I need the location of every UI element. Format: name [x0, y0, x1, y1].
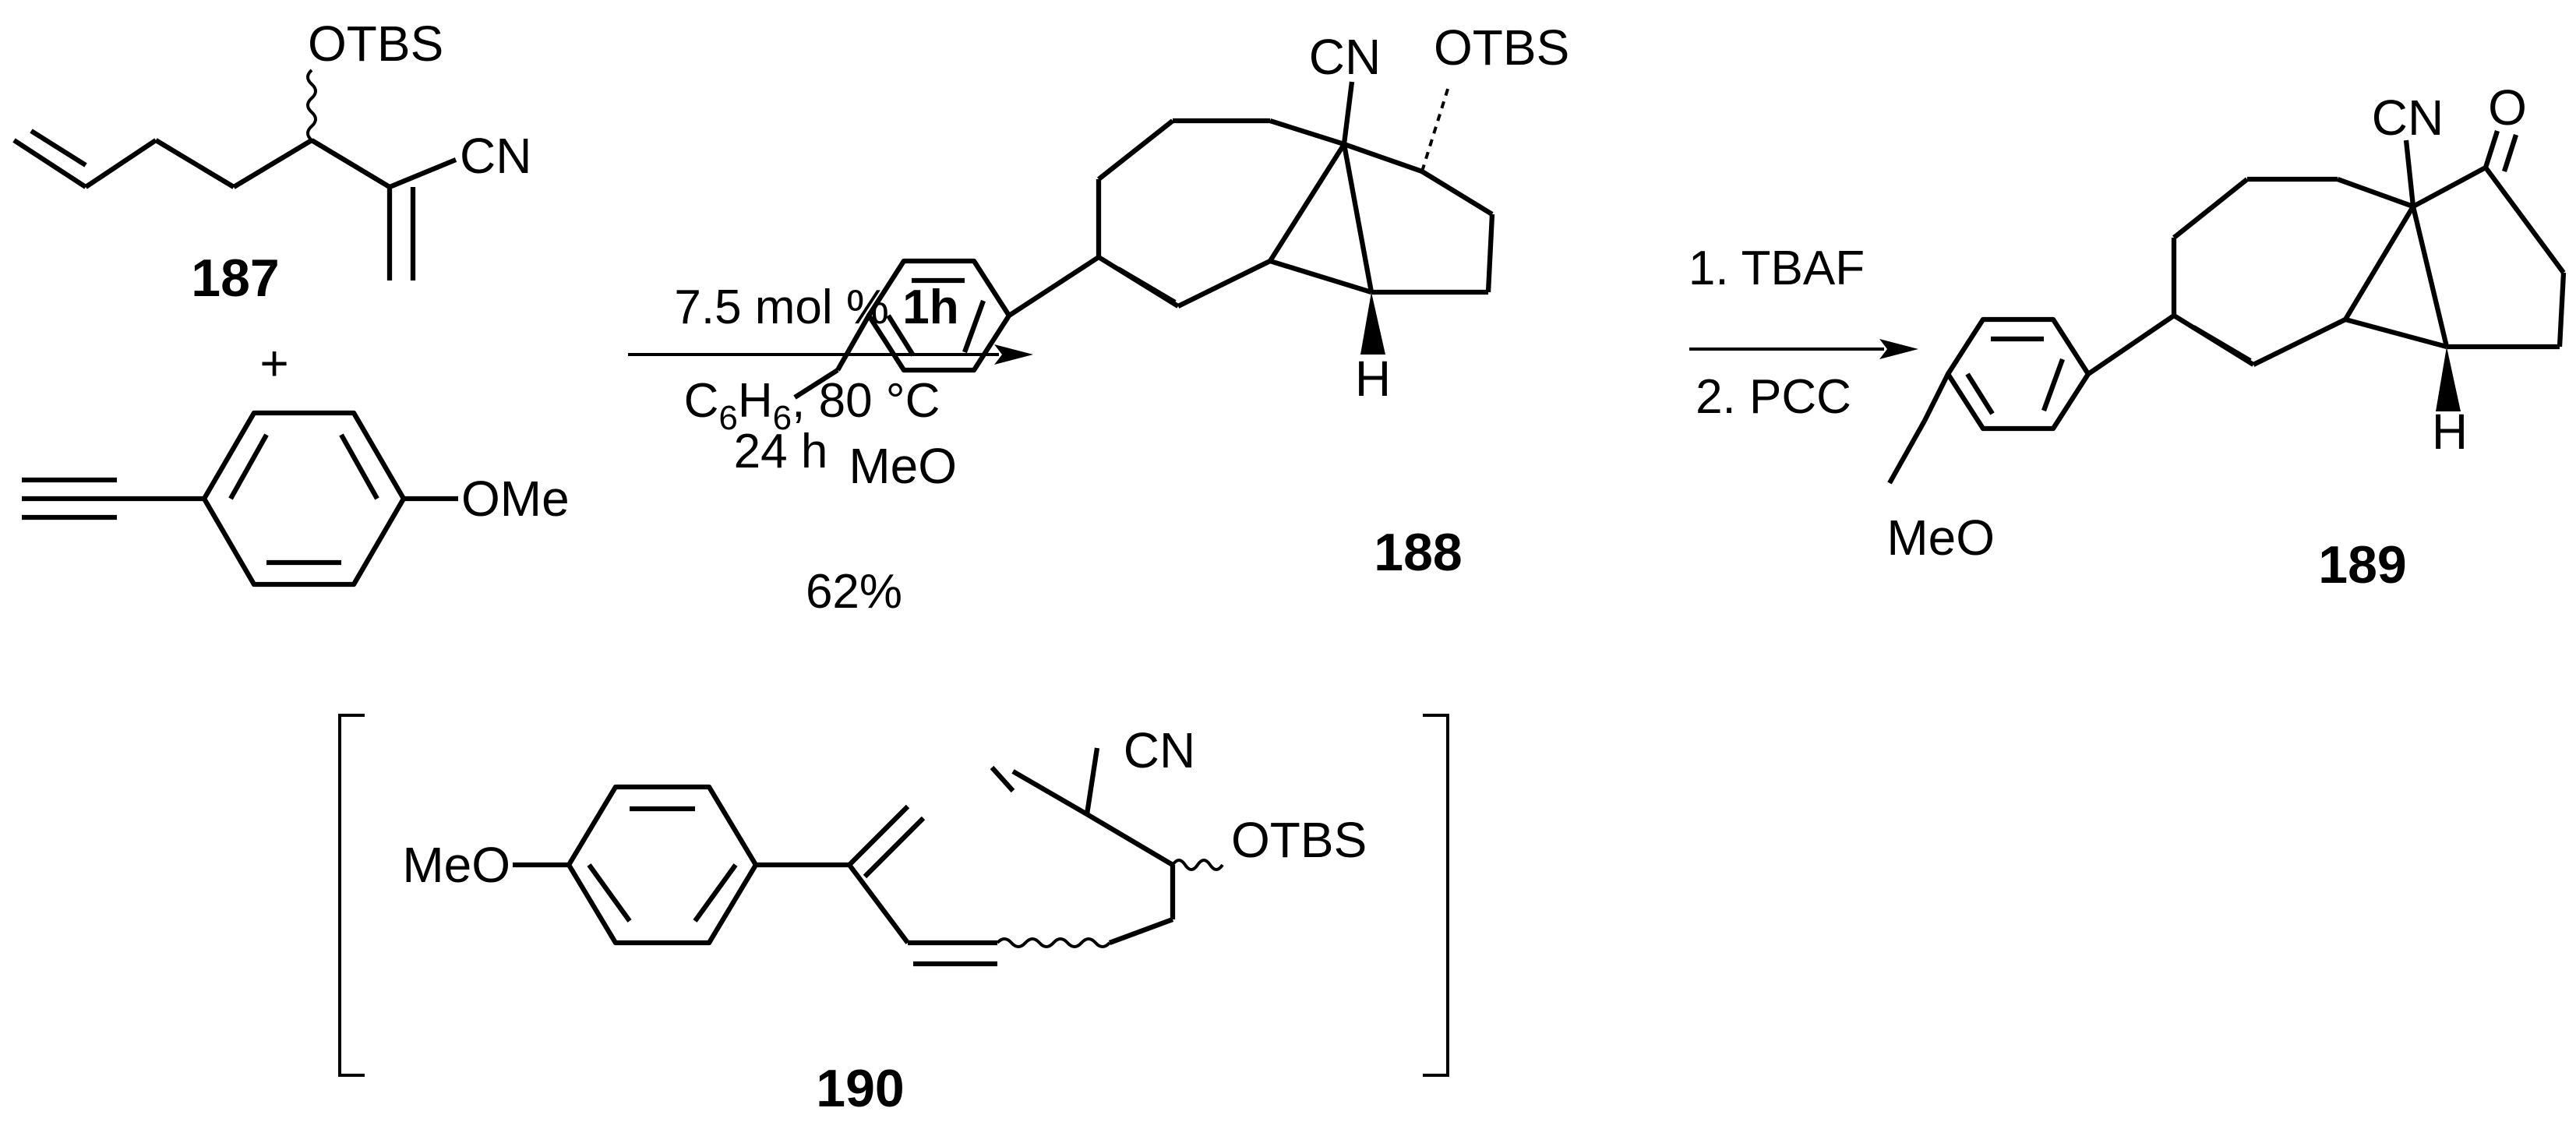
step2-arrow	[1689, 339, 1918, 359]
ethynylanisole-ome-label: OMe	[461, 471, 570, 527]
compound-187-otbs-label: OTBS	[308, 16, 443, 72]
step1-catalyst-text: 7.5 mol % 1h	[674, 280, 958, 334]
compound-187-label: 187	[191, 249, 279, 308]
intermediate-190-meo-label: MeO	[402, 837, 510, 893]
step1-yield: 62%	[806, 565, 902, 619]
compound-189-structure	[1887, 130, 2567, 485]
compound-189-ketone-o-label: O	[2488, 79, 2527, 136]
compound-189-h-label: H	[2432, 404, 2468, 460]
step1-catalyst-id: 1h	[902, 280, 958, 334]
step1-catalyst-prefix: 7.5 mol %	[674, 280, 902, 334]
compound-189-cn-label: CN	[2372, 90, 2444, 146]
compound-188-h-label: H	[1355, 351, 1391, 407]
ethynylanisole-structure	[22, 410, 458, 587]
compound-188-structure	[793, 81, 1495, 400]
intermediate-190-label: 190	[816, 1059, 904, 1118]
step1-arrow	[628, 344, 1033, 365]
compound-188-label: 188	[1374, 523, 1462, 582]
intermediate-190-otbs-label: OTBS	[1231, 812, 1367, 868]
intermediate-190-structure	[513, 747, 1224, 967]
plus-sign: +	[259, 335, 288, 391]
compound-189-label: 189	[2318, 535, 2406, 595]
compound-188-otbs-label: OTBS	[1434, 19, 1569, 76]
compound-189-meo-label: MeO	[1886, 510, 1995, 566]
compound-188-cn-label: CN	[1309, 29, 1381, 85]
compound-188-meo-label: MeO	[849, 438, 957, 494]
step2-reagent-2: 2. PCC	[1696, 370, 1851, 424]
compound-187-cn-label: CN	[460, 128, 531, 184]
step1-time: 24 h	[734, 425, 828, 478]
step2-reagent-1: 1. TBAF	[1689, 242, 1865, 295]
intermediate-190-brackets	[338, 714, 1449, 1077]
intermediate-190-cn-label: CN	[1124, 722, 1195, 778]
compound-187-structure	[12, 69, 457, 280]
step1-solvent-temperature: C6H6, 80 °C	[684, 374, 940, 437]
